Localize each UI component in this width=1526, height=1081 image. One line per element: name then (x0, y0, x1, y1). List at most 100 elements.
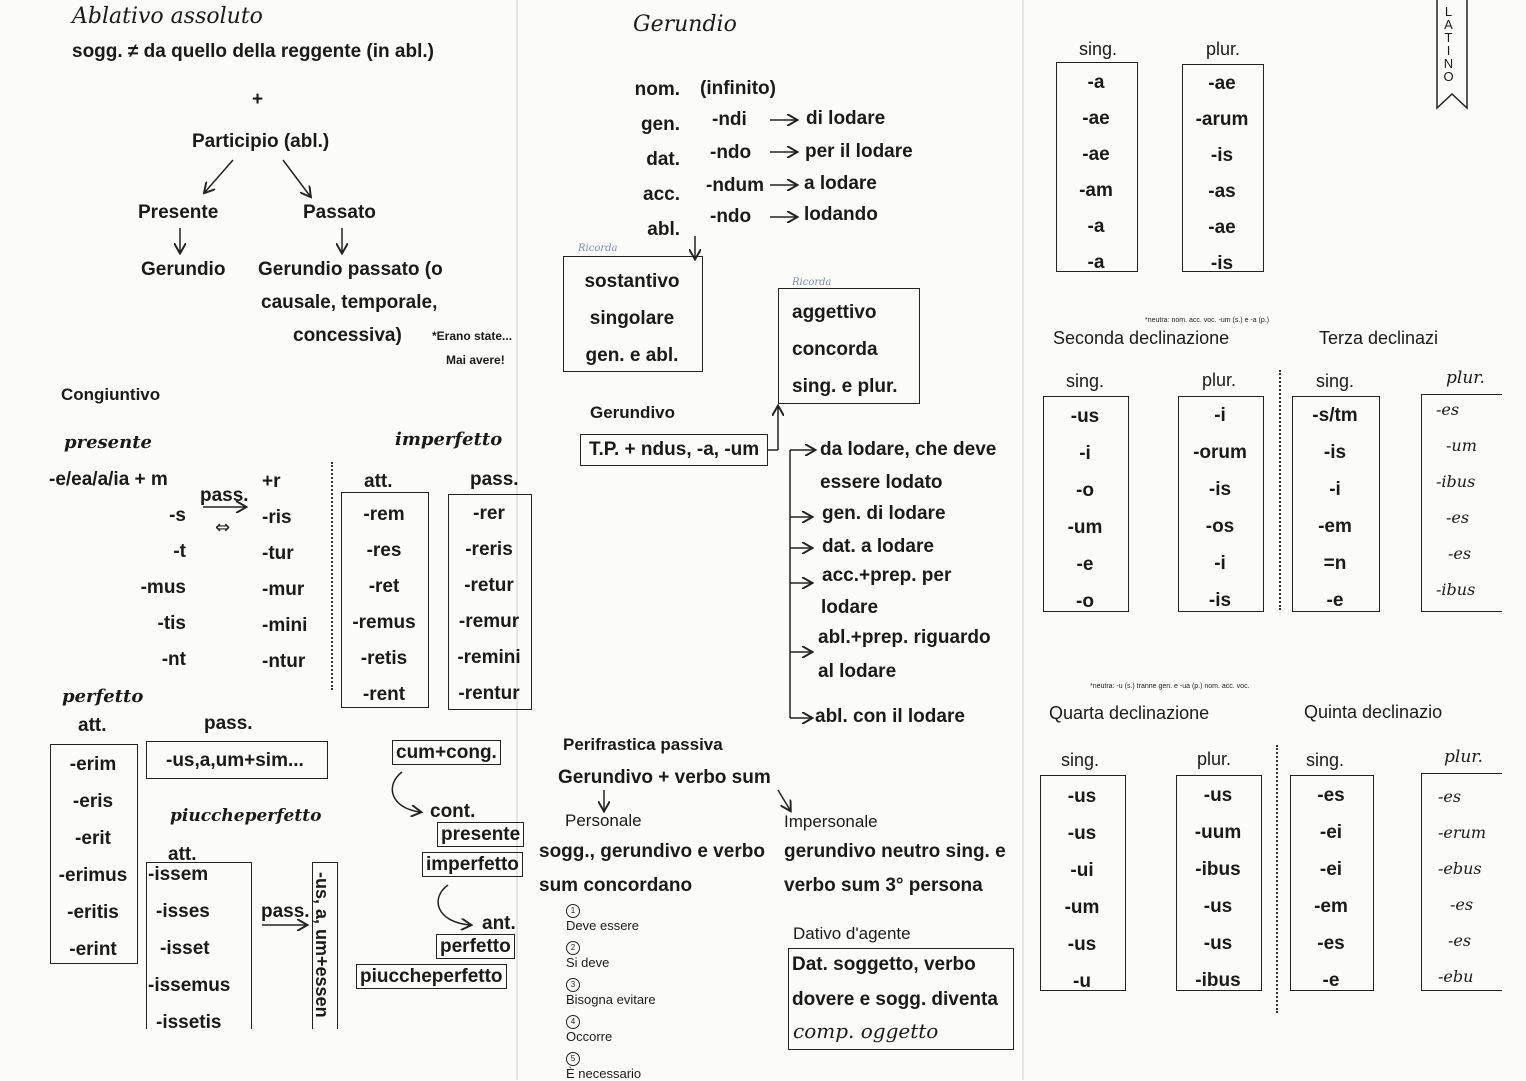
gerundivo-meaning: abl.+prep. riguardo (818, 627, 991, 648)
quarta-plur-label: plur. (1197, 749, 1232, 769)
ending: -ui (1070, 860, 1094, 881)
ending: =n (1323, 553, 1347, 574)
ending: -mini (262, 615, 308, 636)
gerundivo-meaning: acc.+prep. per (822, 565, 952, 586)
ending: -es (1438, 787, 1462, 806)
ending: -eritis (67, 902, 119, 923)
case-label: acc. (643, 184, 680, 205)
gerundio-passato-3: concessiva) (293, 325, 402, 346)
dativo-line-3: comp. oggetto (793, 1019, 939, 1043)
divider (1276, 745, 1278, 1013)
ending: -i (1079, 443, 1091, 464)
ending: +r (262, 471, 281, 492)
quinta-title: Quinta declinazio (1304, 702, 1443, 722)
ending: -e (1322, 970, 1340, 991)
ending: -os (1205, 516, 1235, 537)
imperfetto-att-endings: -rem -res -ret -remus -retis -rent (341, 504, 427, 706)
ending: -is (1210, 145, 1234, 166)
ending: -us (1067, 786, 1097, 807)
gerundio-sostantivo-box (563, 256, 703, 372)
note-line: sostantivo (584, 271, 680, 292)
prima-plur-label: plur. (1206, 39, 1241, 59)
dativo-line-2: dovere e sogg. diventa (792, 989, 998, 1010)
note-line: gen. e abl. (585, 345, 679, 366)
ablativo-rule: sogg. ≠ da quello della reggente (in abl… (72, 41, 434, 62)
ending: -es (1436, 400, 1460, 419)
ending: -us (1203, 896, 1233, 917)
note-erano-state: *Erano state... (432, 329, 513, 343)
ending: -e (1076, 554, 1094, 575)
ending: -s (169, 505, 186, 526)
gerundivo-meaning: da lodare, che deve (820, 439, 997, 460)
quarta-sing-label: sing. (1061, 750, 1100, 770)
ending: -rent (362, 684, 406, 705)
cum-presente: presente (437, 822, 525, 847)
case-label: nom. (634, 79, 680, 100)
perfetto-pass: -us,a,um+sim... (166, 750, 304, 771)
ending: -ris (262, 507, 292, 528)
piucche-pass-label: pass. (261, 901, 310, 922)
terza-plur-endings: -es -um -ibus -es -es -ibus (1436, 400, 1506, 599)
divider (1279, 370, 1281, 610)
gerundivo-meaning: al lodare (818, 661, 897, 682)
ending: -rer (473, 503, 505, 524)
ending: -s/tm (1312, 405, 1358, 426)
ending: -erit (75, 828, 111, 849)
latino-tab: LATINO (1432, 0, 1472, 112)
personale-label: Personale (565, 811, 642, 830)
gerundio-dat-ending: -ndo (710, 142, 752, 163)
perfetto-pass-label: pass. (204, 713, 253, 734)
ending: -is (1208, 479, 1232, 500)
ending: -rem (363, 504, 405, 525)
ending: -retis (360, 648, 408, 669)
ending: -i (1329, 479, 1341, 500)
ending: -isset (160, 938, 210, 959)
ending: -mus (140, 577, 186, 598)
plus-sign: + (252, 89, 264, 110)
gerundio-passato-2: causale, temporale, (261, 292, 438, 313)
ricorda-label-2: Ricorda (792, 277, 832, 288)
ending: -issem (148, 864, 209, 885)
ending: -uum (1194, 822, 1242, 843)
perfetto-att-label: att. (78, 715, 107, 736)
ending: -rentur (458, 683, 520, 704)
seconda-plur-box (1178, 396, 1264, 612)
gerundio-title: Gerundio (633, 12, 737, 37)
cum-imperfetto: imperfetto (422, 852, 523, 877)
latino-label: LATINO (1441, 4, 1456, 82)
prima-plur-box (1182, 64, 1264, 272)
att-label: att. (364, 471, 393, 492)
gerundivo-meaning: lodare (821, 597, 879, 618)
ending: -e (1326, 590, 1344, 611)
personale-desc-2: sum concordano (539, 875, 693, 896)
ending: -o (1076, 591, 1094, 612)
ending: -nt (161, 649, 186, 670)
prima-plur-endings: -ae -arum -is -as -ae -is (1182, 73, 1262, 275)
ending: -ei (1319, 859, 1343, 880)
ricorda-label: Ricorda (578, 243, 618, 254)
presente-label: Presente (138, 202, 219, 223)
ending: -ibus (1436, 580, 1476, 599)
impersonale-desc-1: gerundivo neutro sing. e (784, 841, 1006, 862)
ending: -ebus (1438, 859, 1482, 878)
gerundivo-aggettivo-box (778, 288, 920, 404)
imperfetto-heading: imperfetto (395, 429, 503, 450)
ending: -tur (262, 543, 294, 564)
terza-plur-box (1421, 394, 1502, 612)
ending: -us (1070, 406, 1100, 427)
ending: -ibus (1195, 970, 1241, 991)
ending: -es (1450, 895, 1474, 914)
piucche-att-box (146, 862, 252, 1029)
piucche-pass-box (312, 862, 338, 1029)
gerundivo-meaning: gen. di lodare (822, 503, 946, 524)
ending: -um (1446, 436, 1477, 455)
ending: -es (1446, 508, 1470, 527)
ending: -i (1214, 405, 1226, 426)
gerundivo-aggettivo-lines: aggettivo concorda sing. e plur. (778, 302, 922, 398)
gerundio-label: Gerundio (141, 259, 226, 280)
